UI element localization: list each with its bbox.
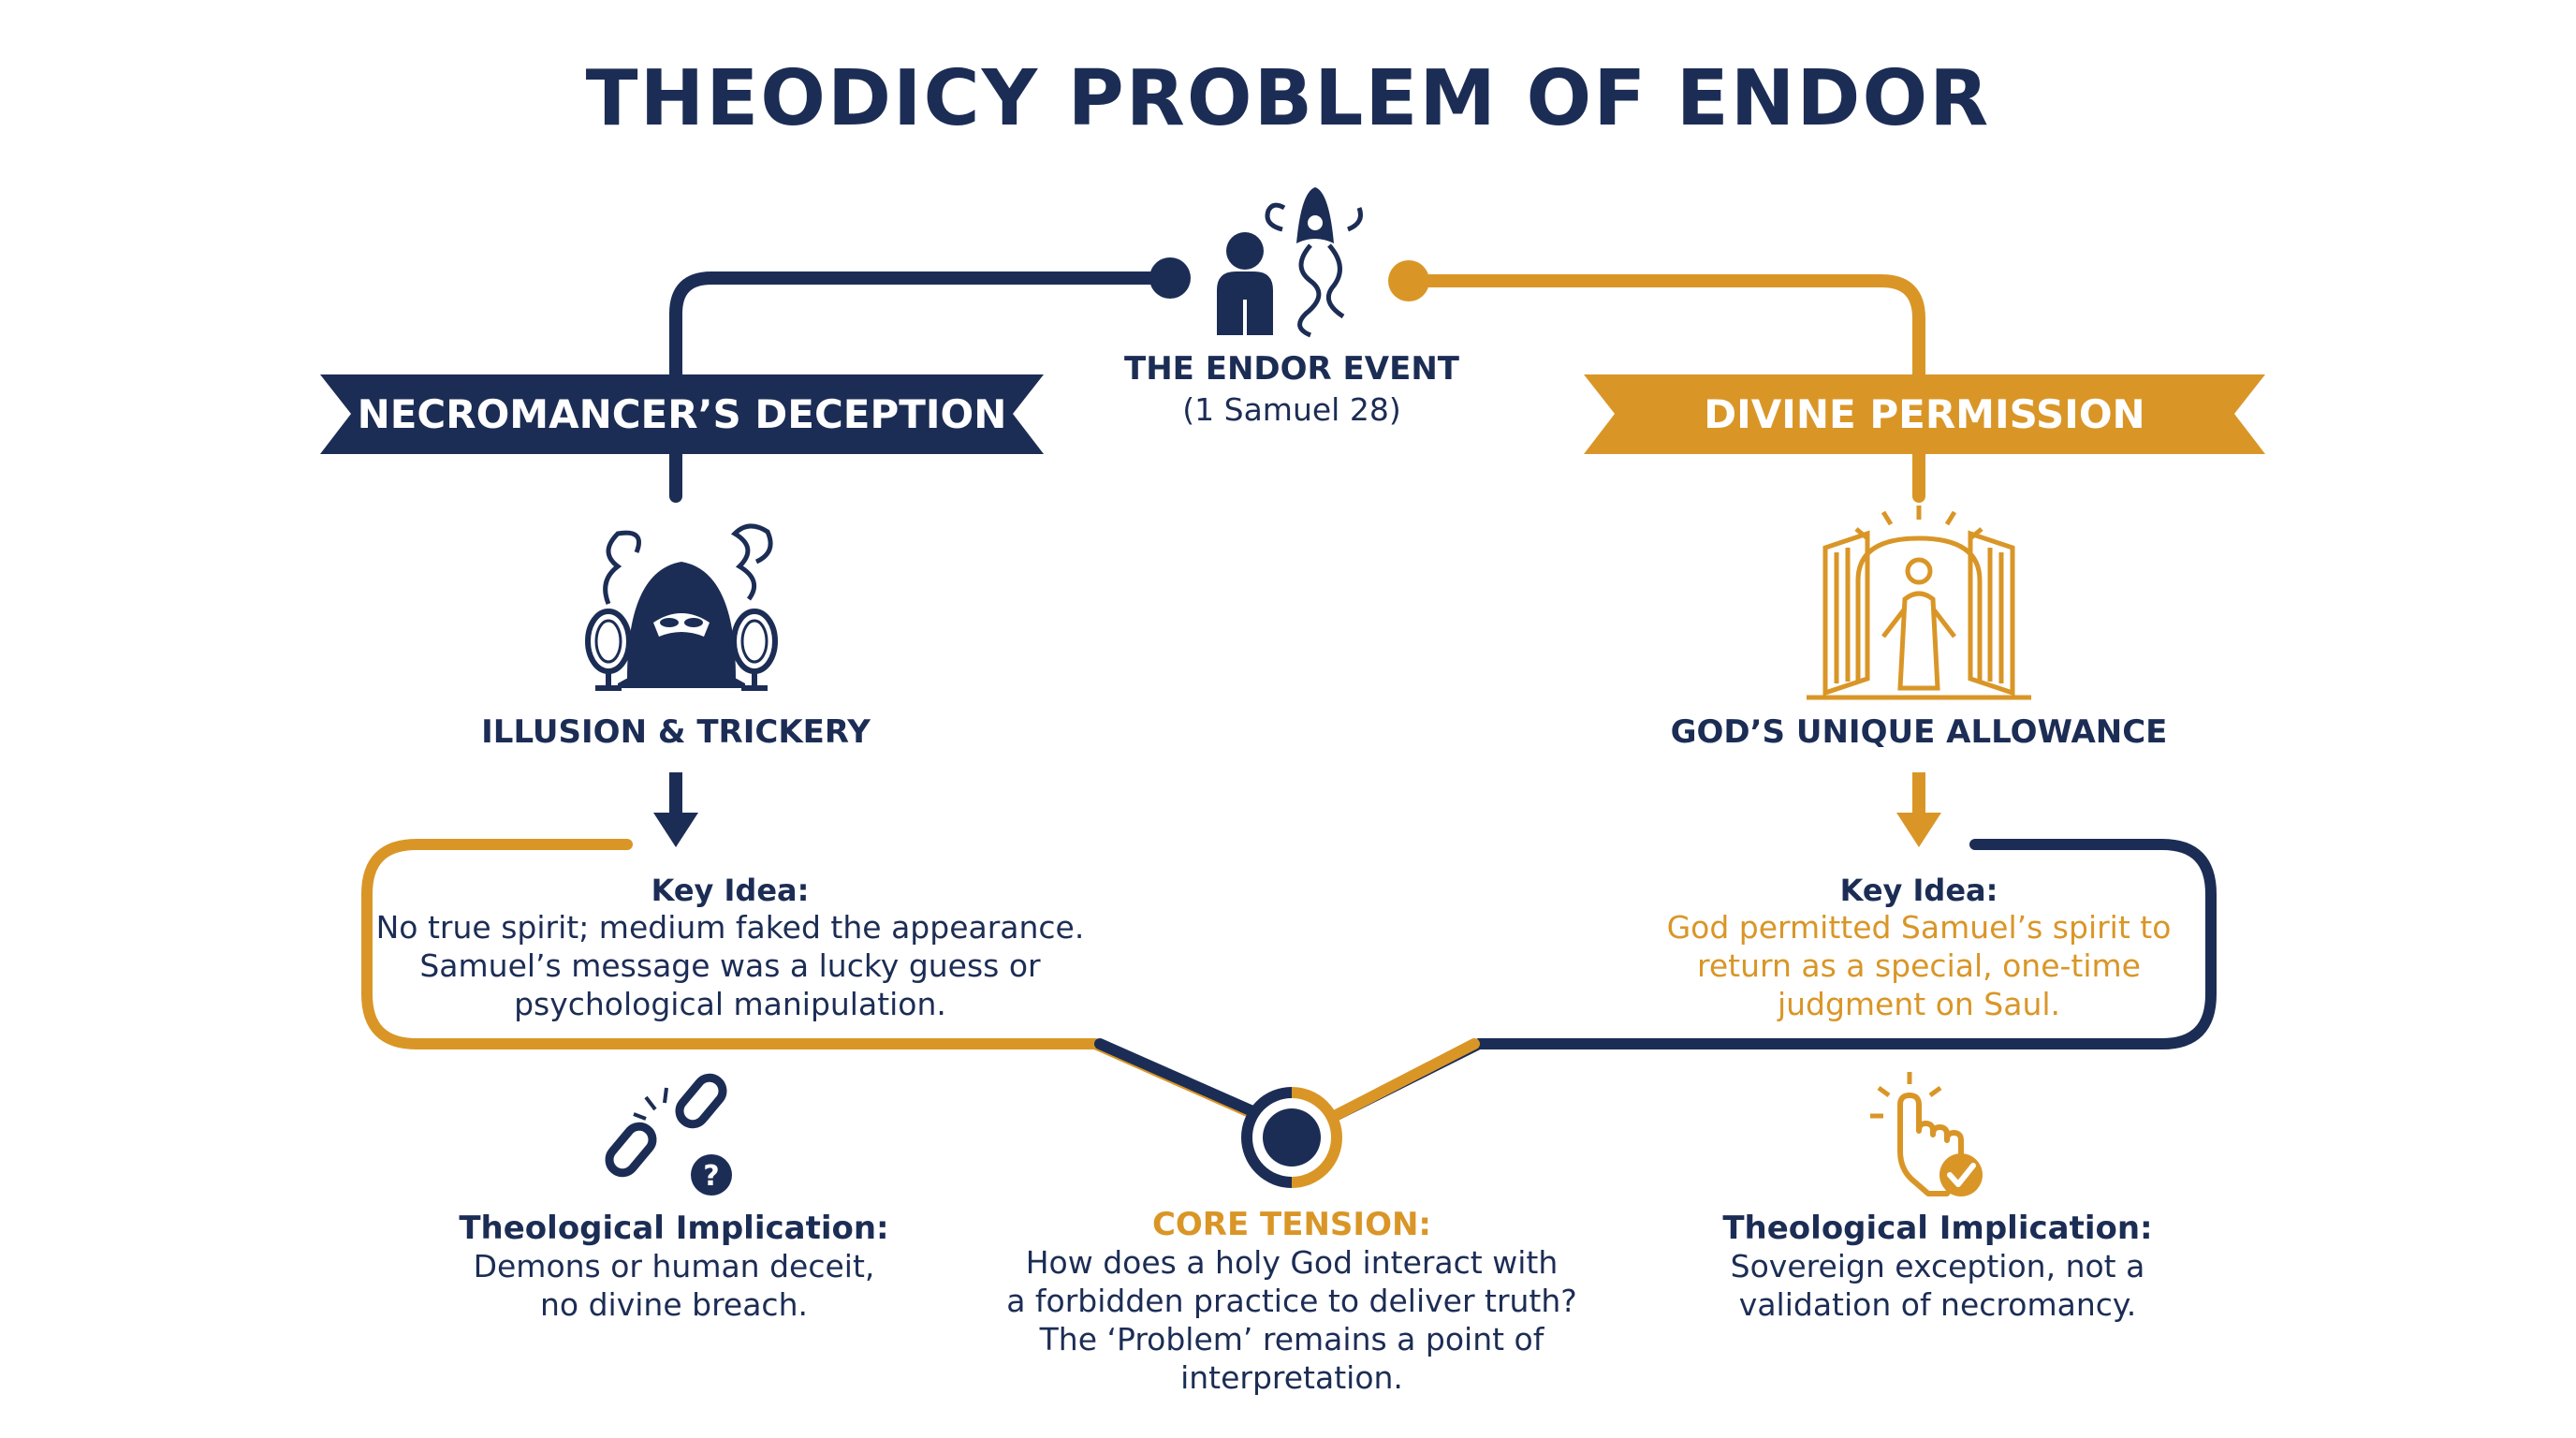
left-key-title: Key Idea:: [651, 873, 810, 908]
core-line-3: The ‘Problem’ remains a point of: [1039, 1321, 1544, 1357]
hooded-medium-with-mirrors-icon: [585, 523, 778, 691]
right-implication-line-2: validation of necromancy.: [1738, 1286, 2137, 1323]
left-key-frame: [361, 839, 1302, 1138]
svg-text:?: ?: [703, 1160, 719, 1193]
person-with-spirit-icon: [1217, 187, 1363, 338]
event-title: THE ENDOR EVENT: [1124, 350, 1459, 388]
right-implication-line-1: Sovereign exception, not a: [1730, 1248, 2145, 1284]
core-line-1: How does a holy God interact with: [1025, 1244, 1559, 1281]
left-banner-shape: [320, 374, 1044, 454]
right-banner-shape: [1584, 374, 2265, 454]
left-implication-line-1: Demons or human deceit,: [473, 1248, 875, 1284]
left-key-line-1: No true spirit; medium faked the appeara…: [375, 909, 1085, 946]
left-implication-line-2: no divine breach.: [540, 1286, 808, 1323]
core-line-4: interpretation.: [1180, 1359, 1403, 1396]
right-top-node: [1388, 260, 1429, 301]
right-key-frame: [1324, 839, 2217, 1124]
event-reference: (1 Samuel 28): [1182, 391, 1401, 428]
left-implication-title: Theological Implication:: [459, 1210, 889, 1247]
right-top-connector: [1402, 274, 1925, 503]
core-title: CORE TENSION:: [1151, 1206, 1432, 1243]
left-banner-label: NECROMANCER’S DECEPTION: [357, 391, 1007, 437]
left-core-connector: [1094, 1038, 1265, 1120]
left-key-line-2: Samuel’s message was a lucky guess or: [419, 947, 1041, 984]
core-tension: CORE TENSION: How does a holy God intera…: [964, 1206, 1619, 1397]
broken-chain-question-icon: ?: [605, 1073, 732, 1196]
right-key-title: Key Idea:: [1839, 873, 1998, 908]
left-top-node: [1149, 257, 1191, 299]
tapping-hand-check-icon: [1870, 1072, 1983, 1196]
left-subhead: ILLUSION & TRICKERY: [481, 713, 871, 751]
right-core-connector: [1324, 1038, 1480, 1124]
radiant-figure-in-doorway-icon: [1807, 506, 2031, 700]
left-arrow-head: [653, 813, 698, 847]
core-tension-node: [1241, 1087, 1342, 1188]
right-key-line-3: judgment on Saul.: [1777, 986, 2061, 1022]
right-key-line-2: return as a special, one-time: [1696, 947, 2141, 984]
right-implication-title: Theological Implication:: [1722, 1210, 2153, 1247]
right-key-idea: Key Idea: God permitted Samuel’s spirit …: [1610, 873, 2228, 1023]
left-key-idea: Key Idea: No true spirit; medium faked t…: [374, 873, 1086, 1023]
right-key-line-1: God permitted Samuel’s spirit to: [1666, 909, 2172, 946]
right-implication: Theological Implication: Sovereign excep…: [1647, 1210, 2228, 1324]
right-arrow-head: [1896, 813, 1941, 847]
core-line-2: a forbidden practice to deliver truth?: [1006, 1283, 1577, 1319]
left-top-connector: [669, 271, 1177, 503]
left-implication: Theological Implication: Demons or human…: [393, 1210, 955, 1324]
right-banner-label: DIVINE PERMISSION: [1704, 391, 2145, 437]
right-subhead: GOD’S UNIQUE ALLOWANCE: [1670, 713, 2168, 751]
page-title: THEODICY PROBLEM OF ENDOR: [585, 54, 1991, 143]
left-key-line-3: psychological manipulation.: [514, 986, 946, 1022]
